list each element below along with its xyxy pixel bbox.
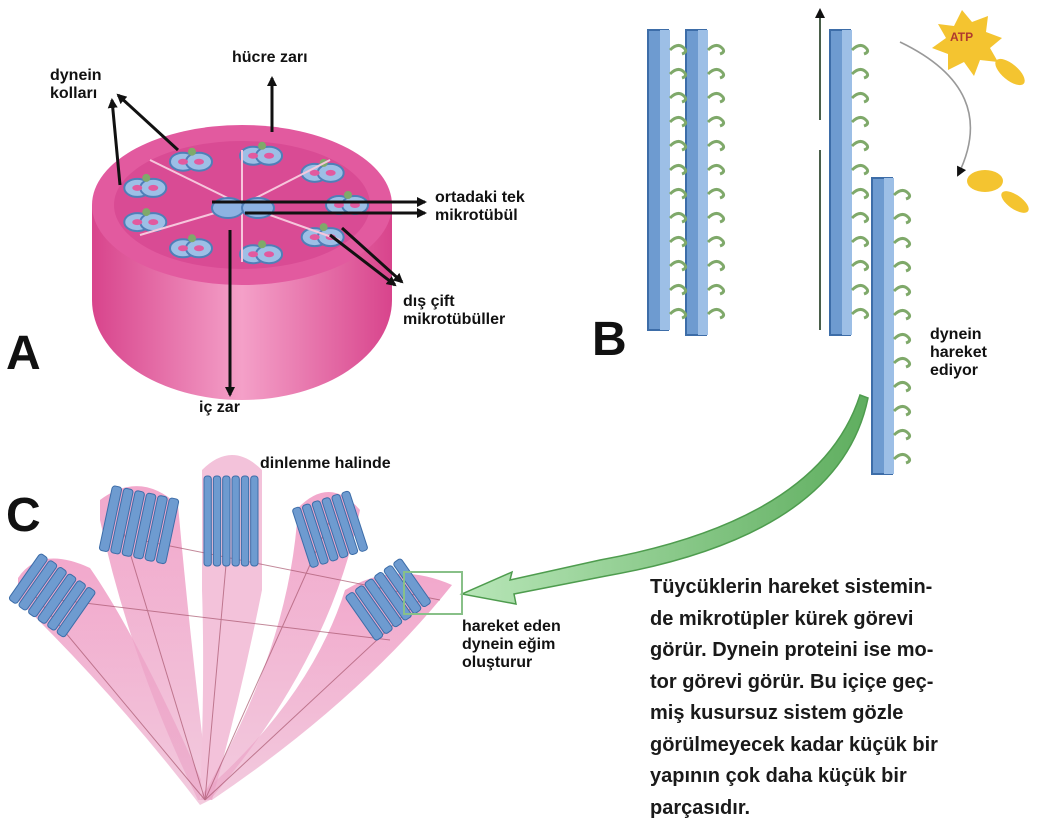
panel-a-letter: A — [6, 330, 41, 378]
bending-label: hareket eden dynein eğim oluşturur — [462, 618, 561, 672]
inner-membrane-label: iç zar — [199, 399, 240, 417]
resting-label: dinlenme halinde — [260, 455, 391, 473]
description-line: tor görevi görür. Bu içiçe geç- — [650, 667, 1040, 699]
description-line: görür. Dynein proteini ise mo- — [650, 635, 1040, 667]
description-line: Tüycüklerin hareket sistemin- — [650, 572, 1040, 604]
cell-membrane-label: hücre zarı — [232, 49, 308, 67]
dynein-arms-label: dynein kolları — [50, 67, 102, 103]
dynein-moving-label: dynein hareket ediyor — [930, 326, 987, 380]
panel-b-letter: B — [592, 316, 627, 364]
central-microtubule-label: ortadaki tek mikrotübül — [435, 189, 525, 225]
description-line: yapının çok daha küçük bir — [650, 761, 1040, 793]
description-line: parçasıdır. — [650, 793, 1040, 825]
outer-doublets-label: dış çift mikrotübüller — [403, 293, 505, 329]
panel-c-letter: C — [6, 492, 41, 540]
description-line: de mikrotüpler kürek görevi — [650, 604, 1040, 636]
description-paragraph: Tüycüklerin hareket sistemin- de mikrotü… — [650, 572, 1040, 824]
cilium-cross-section — [92, 125, 392, 400]
resting-doublets — [648, 30, 724, 335]
cilium-beat-fan — [8, 455, 462, 805]
atp-label: ATP — [950, 28, 973, 46]
description-line: miş kusursuz sistem gözle — [650, 698, 1040, 730]
description-line: görülmeyecek kadar küçük bir — [650, 730, 1040, 762]
adp-icon — [967, 170, 1032, 217]
